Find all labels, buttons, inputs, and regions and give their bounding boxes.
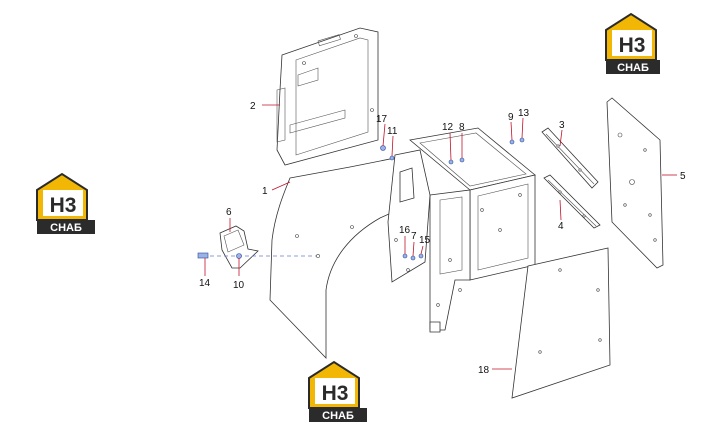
callout-7: 7	[411, 231, 417, 242]
part-16-bolt	[402, 253, 408, 259]
frame-structure	[387, 127, 536, 333]
part-3-bracket	[541, 127, 599, 189]
callout-11: 11	[387, 126, 398, 137]
part-2-top-panel	[276, 27, 379, 166]
part-5-right-panel	[606, 97, 664, 269]
callout-17: 17	[376, 114, 388, 125]
part-9-bolt	[509, 139, 515, 145]
svg-text:H3: H3	[619, 34, 646, 57]
cover-hole	[316, 254, 320, 258]
logo-left: H3 СНАБ	[36, 172, 95, 234]
svg-text:СНАБ: СНАБ	[322, 410, 354, 422]
callout-5: 5	[680, 171, 686, 182]
callout-18: 18	[478, 365, 490, 376]
callout-2: 2	[250, 101, 256, 112]
callout-6: 6	[226, 207, 232, 218]
svg-text:СНАБ: СНАБ	[50, 222, 82, 234]
logo-top-right: H3 СНАБ	[605, 12, 660, 74]
callout-10: 10	[233, 280, 245, 291]
part-13-bolt	[519, 137, 525, 143]
part-10-nut	[236, 253, 242, 259]
svg-text:СНАБ: СНАБ	[617, 62, 649, 74]
callout-9: 9	[508, 112, 514, 123]
callout-14: 14	[199, 278, 211, 289]
part-8-bolt	[459, 157, 465, 163]
part-12-bolt	[448, 159, 454, 165]
part-11-washer	[389, 155, 395, 161]
part-18-lower-panel	[511, 247, 611, 399]
part-17-bolt	[380, 145, 386, 151]
callout-numbers: 2 1 17 11 12 8 9 13 3 4 5 6 14 10 16 7 1…	[199, 101, 686, 376]
part-4-bracket	[543, 174, 601, 229]
svg-text:H3: H3	[50, 194, 77, 217]
callout-13: 13	[518, 108, 530, 119]
part-14-pin	[197, 252, 209, 259]
part-7-bolt	[410, 255, 416, 261]
callout-15: 15	[419, 235, 431, 246]
part-15-bolt	[418, 253, 424, 259]
callout-3: 3	[559, 120, 565, 131]
callout-16: 16	[399, 225, 411, 236]
svg-text:H3: H3	[322, 382, 349, 405]
callout-8: 8	[459, 122, 465, 133]
logo-bottom: H3 СНАБ	[308, 360, 367, 422]
callout-12: 12	[442, 122, 454, 133]
callout-1: 1	[262, 186, 268, 197]
callout-4: 4	[558, 221, 564, 232]
leader-lines	[204, 104, 677, 370]
